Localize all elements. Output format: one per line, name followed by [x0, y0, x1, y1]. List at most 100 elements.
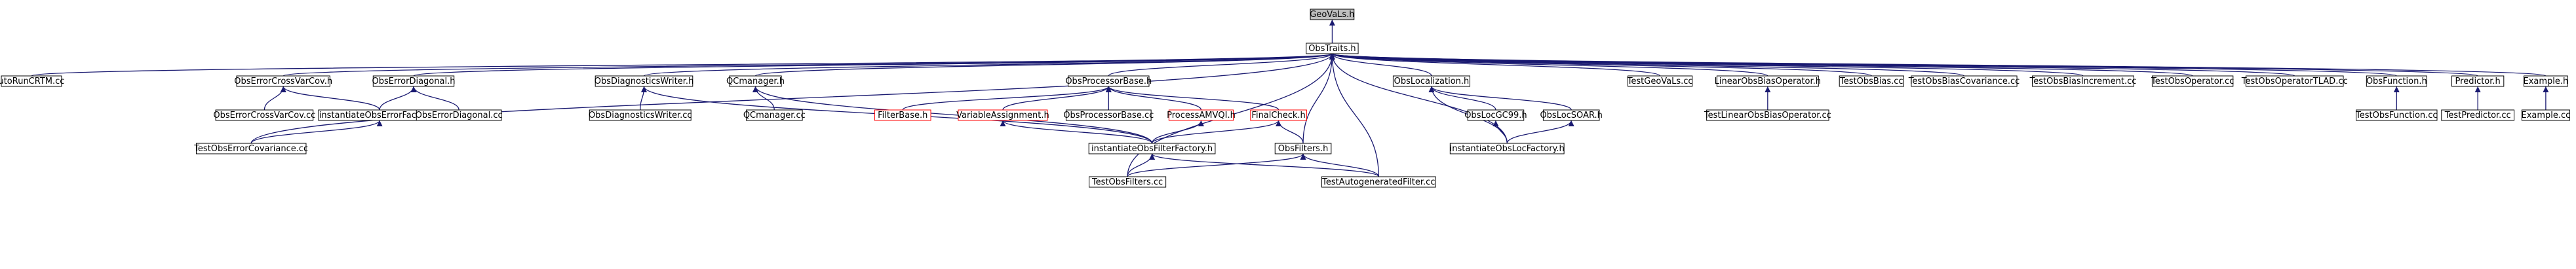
- node-box: [1628, 75, 1693, 87]
- node-obsfunction-h[interactable]: ObsFunction.h: [2366, 75, 2427, 87]
- edge-processamvqi_h-to-instantiateobsfilterfactory_h: [1151, 120, 1204, 144]
- node-box: [2441, 109, 2515, 121]
- node-instantiateobsfilterfactory-h[interactable]: instantiateObsFilterFactory.h: [1088, 143, 1216, 154]
- edge-obslocalization_h-to-obslocgc99_h: [1428, 86, 1496, 111]
- node-example-h[interactable]: Example.h: [2524, 75, 2569, 87]
- node-label: ObsErrorCrossVarCov.h: [234, 77, 332, 86]
- node-runcrtm-cc[interactable]: utoRunCRTM.cc: [0, 75, 64, 87]
- edge-obstraits_h-to-obserrordiagonal_h: [413, 53, 1335, 77]
- node-box: [1274, 143, 1332, 154]
- node-box: [1911, 75, 2018, 87]
- edge-obsdiagnosticswriter_h-to-obsdiagnosticswriter_cc: [640, 86, 647, 111]
- node-label: Example.h: [2524, 77, 2569, 86]
- node-label: TestObsOperator.cc: [2151, 77, 2234, 86]
- node-testgeovals-cc[interactable]: TestGeoVaLs.cc: [1627, 75, 1693, 87]
- node-obsdiagnosticswriter-cc[interactable]: ObsDiagnosticsWriter.cc: [589, 109, 692, 121]
- node-testobsfilters-cc[interactable]: TestObsFilters.cc: [1089, 176, 1167, 188]
- node-qcmanager-h[interactable]: QCmanager.h: [726, 75, 785, 87]
- node-box: [1250, 109, 1307, 121]
- node-linearobsbiasoperator-h[interactable]: LinearObsBiasOperator.h: [1715, 75, 1821, 87]
- node-testobsoperator-cc[interactable]: TestObsOperator.cc: [2151, 75, 2234, 87]
- node-box: [2151, 75, 2234, 87]
- edge-instantiateobsfilterfactory_h-to-testautogeneratedfilter_cc: [1149, 153, 1379, 177]
- node-testlinearobsbiasoperator-cc[interactable]: TestLinearObsBiasOperator.cc: [1704, 109, 1831, 121]
- node-label: ObsProcessorBase.cc: [1063, 111, 1154, 120]
- node-obserrorcrossvarcov-h[interactable]: ObsErrorCrossVarCov.h: [234, 75, 332, 87]
- edge-obslocsoar_h-to-instantiateobslocfactory_h: [1506, 120, 1574, 144]
- node-label: VariableAssignment.h: [956, 111, 1049, 120]
- node-label: TestLinearObsBiasOperator.cc: [1704, 111, 1831, 120]
- node-label: TestObsOperatorTLAD.cc: [2241, 77, 2348, 86]
- node-predictor-h[interactable]: Predictor.h: [2451, 75, 2505, 87]
- edge-obstraits_h-to-obslocalization_h: [1329, 53, 1432, 77]
- node-testobsbiasincrement-cc[interactable]: TestObsBiasIncrement.cc: [2029, 75, 2137, 87]
- node-label: TestObsErrorCovariance.cc: [193, 144, 308, 154]
- node-label: TestObsBiasCovariance.cc: [1908, 77, 2020, 86]
- node-testobsfunction-cc[interactable]: TestObsFunction.cc: [2355, 109, 2438, 121]
- edge-obsprocessorbase_h-to-finalcheck_h: [1105, 86, 1279, 111]
- node-box: [1306, 43, 1359, 54]
- node-obsprocessorbase-cc[interactable]: ObsProcessorBase.cc: [1063, 109, 1154, 121]
- node-label: TestObsBiasIncrement.cc: [2029, 77, 2137, 86]
- node-box: [729, 75, 782, 87]
- edge-obslocgc99_h-to-instantiateobslocfactory_h: [1493, 120, 1508, 144]
- node-box: [1839, 75, 1904, 87]
- node-obserrordiagonal-h[interactable]: ObsErrorDiagonal.h: [372, 75, 456, 87]
- node-label: ObsLocalization.h: [1394, 77, 1470, 86]
- node-box: [1065, 109, 1152, 121]
- edge-obserrorcrossvarcov_h-to-obserrorcrossvarcov_cc: [263, 86, 286, 111]
- node-label: instantiateObsFilterFactory.h: [1091, 144, 1213, 154]
- node-qcmanager-cc[interactable]: QCmanager.cc: [743, 109, 806, 121]
- node-label: QCmanager.cc: [743, 111, 806, 120]
- edge-obstraits_h-to-qcmanager_h: [754, 53, 1335, 77]
- node-box: [1068, 75, 1150, 87]
- edge-obsprocessorbase_h-to-filterbase_h: [902, 86, 1112, 111]
- edges-layer: [31, 20, 2549, 177]
- node-instantiateobslocfactory-h[interactable]: instantiateObsLocFactory.h: [1450, 143, 1565, 154]
- node-filterbase-h[interactable]: FilterBase.h: [874, 109, 931, 121]
- node-testobsbiascovariance-cc[interactable]: TestObsBiasCovariance.cc: [1908, 75, 2020, 87]
- node-box: [1310, 9, 1355, 20]
- node-testobsoperatortlad-cc[interactable]: TestObsOperatorTLAD.cc: [2241, 75, 2348, 87]
- node-variableassignment-h[interactable]: VariableAssignment.h: [956, 109, 1049, 121]
- node-box: [1168, 109, 1234, 121]
- node-box: [1716, 75, 1819, 87]
- edge-obstraits_h-to-linearobsbiasoperator_h: [1329, 53, 1768, 77]
- node-obslocsoar-h[interactable]: ObsLocSOAR.h: [1540, 109, 1603, 121]
- node-label: Example.cc: [2521, 111, 2570, 120]
- node-obslocgc99-h[interactable]: ObsLocGC99.h: [1464, 109, 1527, 121]
- node-label: LinearObsBiasOperator.h: [1715, 77, 1821, 86]
- node-label: TestObsBias.cc: [1839, 77, 1903, 86]
- node-finalcheck-h[interactable]: FinalCheck.h: [1250, 109, 1307, 121]
- node-obserrorcrossvarcov-cc[interactable]: ObsErrorCrossVarCov.cc: [213, 109, 315, 121]
- node-testobsbias-cc[interactable]: TestObsBias.cc: [1839, 75, 1904, 87]
- node-label: ObsErrorCrossVarCov.cc: [213, 111, 315, 120]
- node-obsprocessorbase-h[interactable]: ObsProcessorBase.h: [1065, 75, 1152, 87]
- node-obsdiagnosticswriter-h[interactable]: ObsDiagnosticsWriter.h: [595, 75, 694, 87]
- node-label: ObsTraits.h: [1308, 44, 1356, 54]
- node-testobserrorcovariance-cc[interactable]: TestObsErrorCovariance.cc: [193, 143, 308, 154]
- edge-obsprocessorbase_h-to-variableassignment_h: [1002, 86, 1112, 111]
- node-box: [874, 109, 931, 121]
- node-testautogeneratedfilter-cc[interactable]: TestAutogeneratedFilter.cc: [1321, 176, 1436, 188]
- node-obslocalization-h[interactable]: ObsLocalization.h: [1392, 75, 1471, 87]
- node-example-cc[interactable]: Example.cc: [2521, 109, 2570, 121]
- node-geovals-h: GeoVaLs.h: [1310, 9, 1355, 20]
- edge-obserrorcrossvarcov_h-to-instantiateobserrorfactory_h: [280, 86, 380, 111]
- node-processamvqi-h[interactable]: ProcessAMVQI.h: [1167, 109, 1236, 121]
- edge-finalcheck_h-to-obsfilters_h: [1276, 120, 1304, 144]
- node-box: [2524, 75, 2568, 87]
- node-box: [2032, 75, 2134, 87]
- edge-obstraits_h-to-testautogeneratedfilter_cc: [1329, 53, 1379, 177]
- node-obserrordiagonal-cc[interactable]: ObsErrorDiagonal.cc: [416, 109, 503, 121]
- node-testpredictor-cc[interactable]: TestPredictor.cc: [2441, 109, 2515, 121]
- node-label: ObsErrorDiagonal.cc: [416, 111, 503, 120]
- node-instantiateobserrorfactory-h[interactable]: instantiateObsErrorFactory.h: [318, 109, 441, 121]
- node-label: TestGeoVaLs.cc: [1627, 77, 1693, 86]
- node-box: [2521, 109, 2570, 121]
- node-obsfilters-h[interactable]: ObsFilters.h: [1274, 143, 1332, 154]
- edge-obstraits_h-to-testobsoperator_cc: [1329, 53, 2193, 77]
- node-obstraits-h[interactable]: ObsTraits.h: [1306, 43, 1359, 54]
- node-box: [746, 109, 803, 121]
- node-box: [595, 75, 693, 87]
